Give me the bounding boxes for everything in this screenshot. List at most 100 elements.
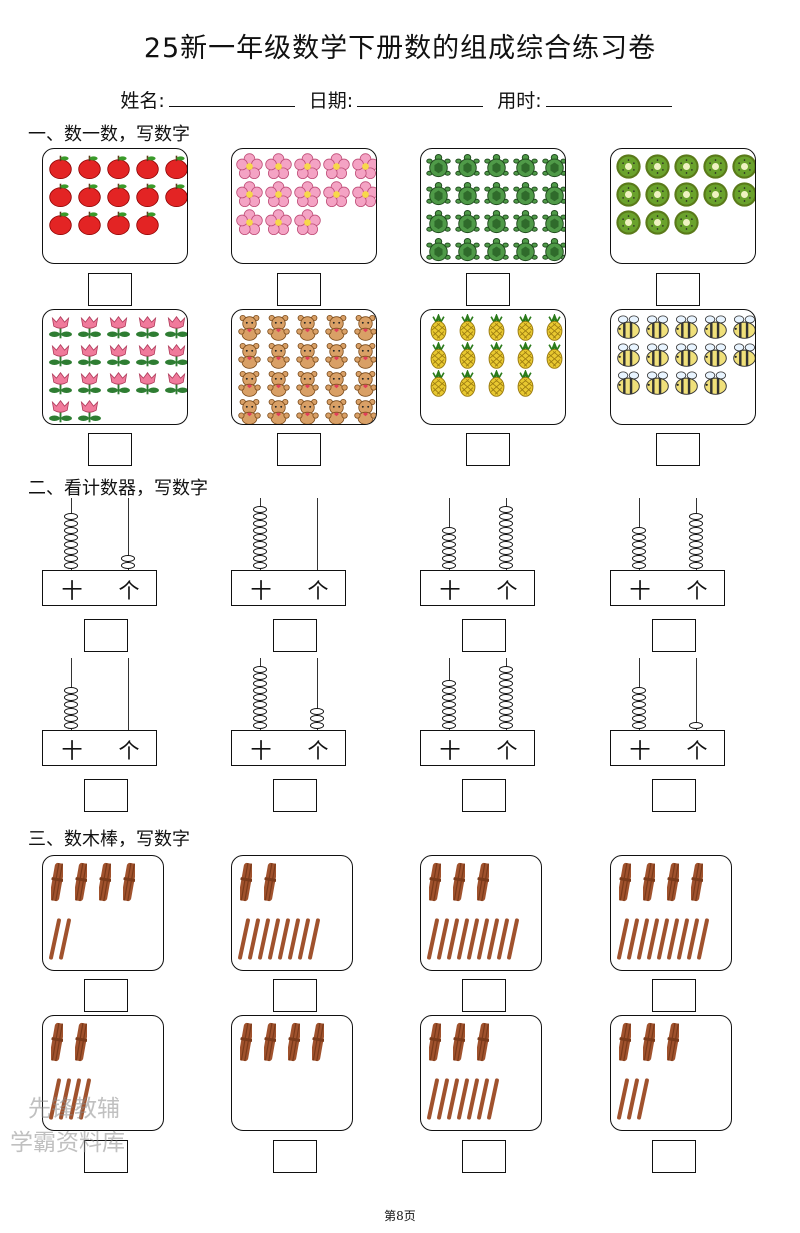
answer-box[interactable] (652, 779, 696, 812)
stick-bundle-icon (73, 1022, 89, 1062)
answer-box[interactable] (84, 979, 128, 1012)
ones-label: 个 (307, 579, 329, 603)
answer-box[interactable] (462, 619, 506, 652)
time-blank[interactable] (545, 105, 672, 107)
bee-icon (615, 370, 644, 398)
ones-label: 个 (496, 579, 518, 603)
ones-bead (499, 506, 513, 513)
count-picture-box (610, 309, 756, 425)
tens-bead (442, 701, 456, 708)
bear-icon (294, 342, 323, 370)
answer-box[interactable] (273, 1140, 317, 1173)
bear-icon (323, 314, 352, 342)
ones-bead (499, 673, 513, 680)
answer-box[interactable] (466, 273, 510, 306)
answer-box[interactable] (656, 433, 700, 466)
kiwi-icon (673, 153, 702, 181)
flower-icon (265, 181, 294, 209)
turtle-icon (483, 209, 512, 237)
ones-bead (310, 715, 324, 722)
kiwi-icon (702, 181, 731, 209)
date-blank[interactable] (357, 105, 484, 107)
answer-box[interactable] (466, 433, 510, 466)
answer-box[interactable] (273, 779, 317, 812)
tens-bead (64, 541, 78, 548)
apple-icon (105, 181, 134, 209)
tulip-icon (76, 370, 105, 398)
ones-bead (689, 520, 703, 527)
tens-bead (253, 548, 267, 555)
answer-box[interactable] (88, 273, 132, 306)
tulip-icon (134, 314, 163, 342)
kiwi-icon (615, 181, 644, 209)
tens-label: 十 (250, 739, 272, 763)
tens-bead (442, 562, 456, 569)
pineapple-group (425, 314, 565, 398)
tens-bead (253, 701, 267, 708)
tens-bead (64, 548, 78, 555)
bear-icon (294, 314, 323, 342)
apple-icon (163, 153, 187, 181)
turtle-icon (512, 181, 541, 209)
single-stick-icon (58, 918, 72, 960)
ones-bead (499, 687, 513, 694)
answer-box[interactable] (88, 433, 132, 466)
bear-icon (265, 398, 294, 424)
tens-bead (64, 562, 78, 569)
tens-bead (442, 541, 456, 548)
answer-box[interactable] (84, 779, 128, 812)
tens-label: 十 (61, 579, 83, 603)
turtle-icon (425, 209, 454, 237)
tulip-icon (134, 370, 163, 398)
ones-rod (317, 498, 318, 570)
tens-bead (64, 513, 78, 520)
page-title: 25新一年级数学下册数的组成综合练习卷 (143, 33, 657, 64)
ones-label: 个 (118, 739, 140, 763)
answer-box[interactable] (277, 433, 321, 466)
flower-icon (323, 153, 352, 181)
answer-box[interactable] (656, 273, 700, 306)
turtle-icon (483, 153, 512, 181)
tens-bead (64, 715, 78, 722)
tens-label: 十 (439, 739, 461, 763)
tens-bead (64, 722, 78, 729)
bear-icon (323, 398, 352, 424)
stick-bundle-icon (689, 862, 705, 902)
stick-picture-box (231, 1015, 353, 1131)
tulip-icon (163, 370, 187, 398)
bee-icon (615, 314, 644, 342)
ones-rod (128, 658, 129, 730)
answer-box[interactable] (652, 979, 696, 1012)
tens-bead (632, 708, 646, 715)
answer-box[interactable] (273, 619, 317, 652)
tens-label: 十 (629, 579, 651, 603)
tulip-icon (47, 342, 76, 370)
ones-bead (689, 513, 703, 520)
kiwi-group (615, 153, 755, 237)
ones-bead (121, 555, 135, 562)
answer-box[interactable] (277, 273, 321, 306)
answer-box[interactable] (462, 979, 506, 1012)
pineapple-icon (454, 314, 483, 342)
ones-label: 个 (496, 739, 518, 763)
answer-box[interactable] (462, 779, 506, 812)
stick-picture-box (610, 855, 732, 971)
turtle-icon (425, 153, 454, 181)
answer-box[interactable] (652, 619, 696, 652)
answer-box[interactable] (652, 1140, 696, 1173)
kiwi-icon (644, 209, 673, 237)
tens-bead (442, 687, 456, 694)
answer-box[interactable] (84, 1140, 128, 1173)
answer-box[interactable] (273, 979, 317, 1012)
tulip-icon (163, 342, 187, 370)
ones-rod (696, 658, 697, 730)
student-info-row: 姓名: 日期: 用时: (0, 86, 800, 113)
bee-icon (702, 314, 731, 342)
ones-label: 个 (686, 739, 708, 763)
tens-bead (253, 562, 267, 569)
answer-box[interactable] (84, 619, 128, 652)
tulip-icon (105, 342, 134, 370)
name-blank[interactable] (168, 105, 295, 107)
answer-box[interactable] (462, 1140, 506, 1173)
ones-bead (499, 541, 513, 548)
